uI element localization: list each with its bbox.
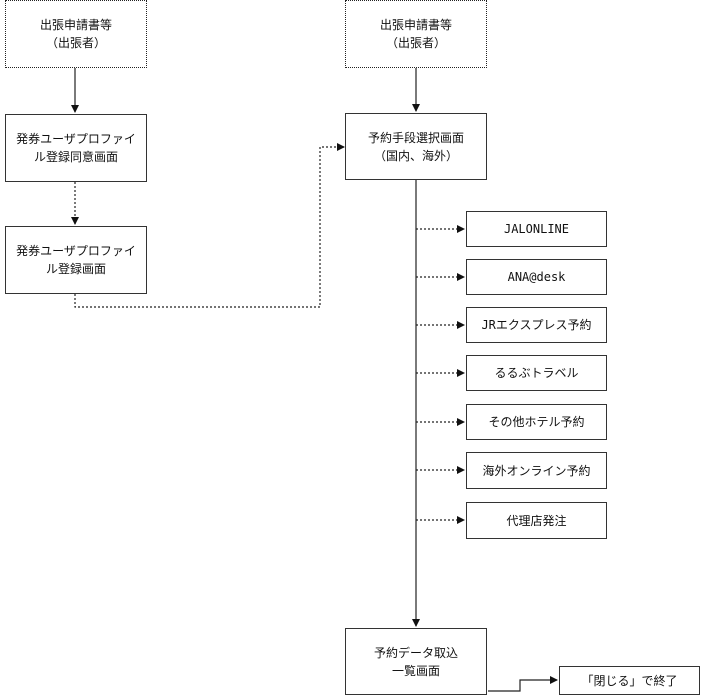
node-ana: ANA@desk [466,259,607,295]
arrow-import-to-close [488,676,558,692]
node-data-import: 予約データ取込 一覧画面 [345,628,487,695]
node-profile-register-label: 発券ユーザプロファイ ル登録画面 [16,244,136,276]
node-agency-label: 代理店発注 [506,513,567,528]
node-data-import-label: 予約データ取込 一覧画面 [373,645,458,678]
node-close-label: 「閉じる」で終了 [581,673,678,688]
node-agency: 代理店発注 [466,502,607,539]
node-overseas-label: 海外オンライン予約 [482,463,591,478]
node-applicant-right: 出張申請書等 （出張者） [345,0,487,68]
node-applicant-right-label: 出張申請書等 （出張者） [379,18,452,50]
node-applicant-left-label: 出張申請書等 （出張者） [39,18,112,50]
node-overseas: 海外オンライン予約 [466,452,607,489]
node-jal: JALONLINE [466,211,607,247]
node-close: 「閉じる」で終了 [559,666,700,695]
node-booking-select-label: 予約手段選択画面 （国内、海外） [367,130,464,163]
node-profile-register: 発券ユーザプロファイ ル登録画面 [5,226,147,294]
node-rurubu-label: るるぶトラベル [494,366,579,380]
node-rurubu: るるぶトラベル [466,355,607,391]
node-applicant-left: 出張申請書等 （出張者） [5,0,147,68]
node-jal-label: JALONLINE [503,222,570,236]
node-other-hotel: その他ホテル予約 [466,404,607,440]
node-jr: JRエクスプレス予約 [466,307,607,343]
node-other-hotel-label: その他ホテル予約 [488,415,585,429]
node-jr-label: JRエクスプレス予約 [481,318,592,332]
node-booking-select: 予約手段選択画面 （国内、海外） [345,113,487,180]
node-profile-consent: 発券ユーザプロファイ ル登録同意画面 [5,114,147,182]
node-ana-label: ANA@desk [507,270,566,284]
arrow-register-to-booking [74,143,345,308]
node-profile-consent-label: 発券ユーザプロファイ ル登録同意画面 [16,132,136,164]
